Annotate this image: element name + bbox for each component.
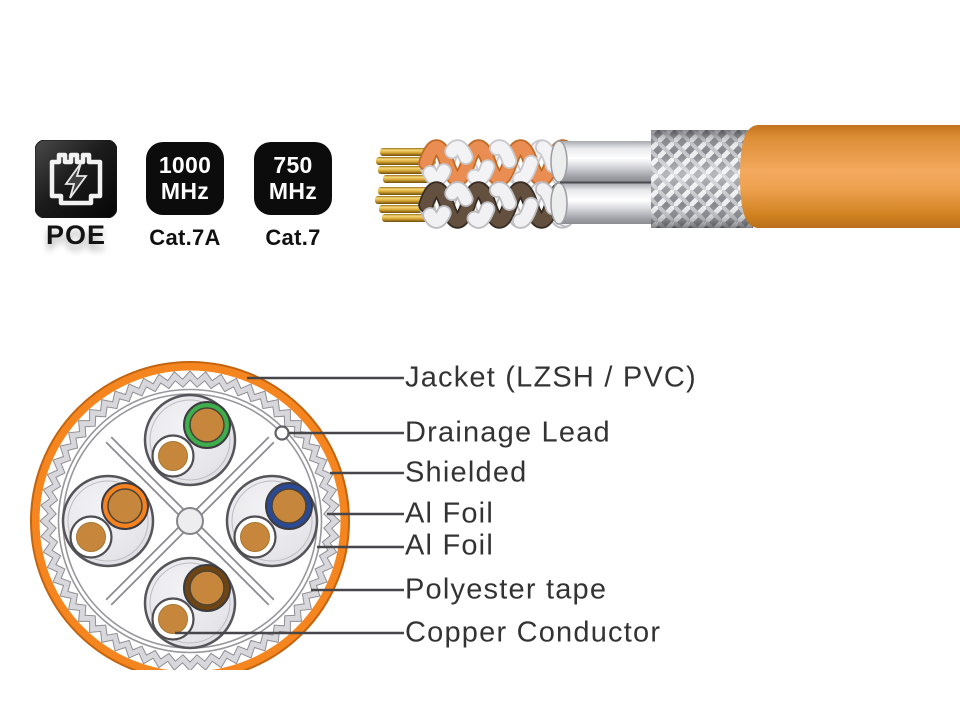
section-braided-shield-ring xyxy=(39,370,341,670)
al-foil-wrap xyxy=(550,140,660,225)
label-polyester-tape: Polyester tape xyxy=(405,573,608,606)
lightning-bolt-icon xyxy=(64,162,88,199)
label-al-foil-outer: Al Foil xyxy=(405,497,494,530)
label-al-foil-pair: Al Foil xyxy=(405,529,494,562)
badge-frequency: 1000 xyxy=(158,152,212,179)
cable-jacket xyxy=(740,125,960,228)
leader-lines xyxy=(175,376,404,635)
poe-port-lightning-icon xyxy=(35,140,117,218)
cable-cross-section-diagram xyxy=(30,361,404,670)
category-label-cat7a: Cat.7A xyxy=(149,225,221,250)
label-shielded: Shielded xyxy=(405,456,528,489)
wire-pair-green xyxy=(143,393,237,487)
section-al-foil-ring xyxy=(57,388,323,654)
label-copper-conductor: Copper Conductor xyxy=(405,616,662,649)
badge-750mhz: 750 MHz xyxy=(254,142,332,215)
stripped-cable-photo xyxy=(375,125,960,229)
label-jacket: Jacket (LZSH / PVC) xyxy=(405,361,697,394)
twisted-pair-brown xyxy=(418,181,581,229)
category-label-cat7: Cat.7 xyxy=(265,225,321,250)
badge-unit: MHz xyxy=(160,177,210,204)
wire-pair-orange xyxy=(61,474,155,568)
badge-unit: MHz xyxy=(268,177,318,204)
cross-separator xyxy=(105,436,275,606)
drainage-lead-wire xyxy=(274,425,290,441)
label-drainage-lead: Drainage Lead xyxy=(405,416,611,449)
wire-pair-brown xyxy=(143,556,237,650)
poe-label: POE xyxy=(45,220,107,250)
badge-1000mhz: 1000 MHz xyxy=(146,142,224,215)
braided-shield xyxy=(651,130,753,228)
wire-pair-blue xyxy=(225,474,319,568)
twisted-pair-orange xyxy=(418,139,581,187)
ethernet-jack-outline xyxy=(49,152,103,206)
badge-frequency: 750 xyxy=(273,152,313,179)
